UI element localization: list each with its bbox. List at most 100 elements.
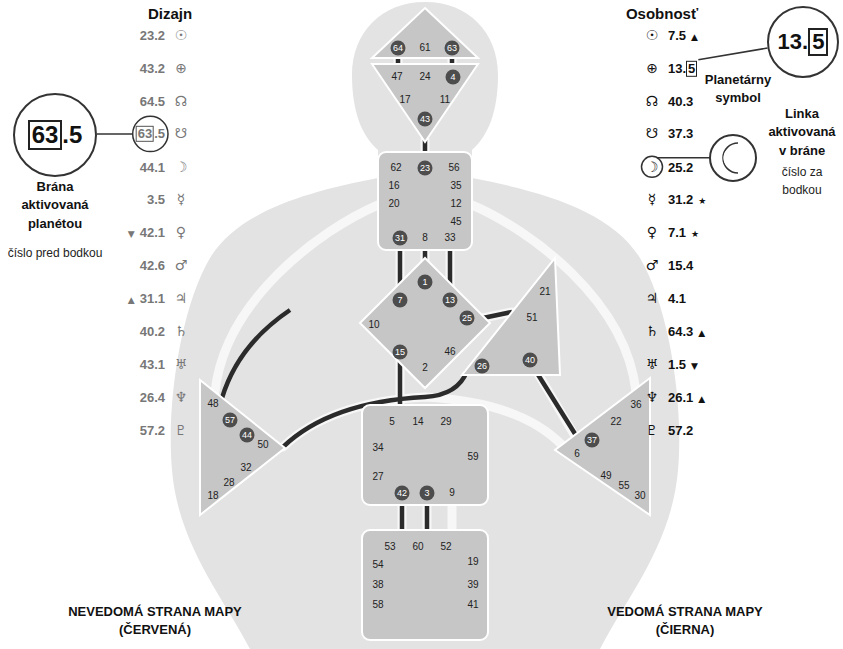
- planet-symbol: ♆: [641, 389, 663, 405]
- gate-label: 62: [390, 157, 401, 175]
- planet-symbol: ☉: [170, 27, 192, 43]
- moon-symbol-inner: [724, 147, 735, 169]
- gate-label: 10: [368, 314, 379, 332]
- gate-number: 34: [372, 442, 383, 453]
- activation-number: 57.2: [140, 423, 165, 438]
- gate-label: 34: [372, 437, 383, 455]
- gate-number: 6: [574, 448, 580, 459]
- defined-channels: [222, 56, 577, 532]
- gate-line-number: .5: [62, 121, 82, 149]
- body-silhouette: [171, 2, 680, 649]
- activation-row: ♃4.1: [641, 289, 686, 307]
- active-gate-number: 13: [443, 293, 458, 308]
- activation-row: ☿31.2★: [641, 190, 706, 208]
- gate-number: 32: [240, 462, 251, 473]
- activation-number: .5: [154, 126, 165, 141]
- activation-number: 44.1: [140, 160, 165, 175]
- gate-label: 25: [460, 307, 475, 326]
- boxed-line-number: 63: [28, 120, 63, 149]
- gate-label: 41: [467, 594, 478, 612]
- moon-zoom-callout: [710, 135, 756, 181]
- side-caption: NEVEDOMÁ STRANA MAPY (ČERVENÁ): [68, 604, 242, 637]
- gate-label: 27: [372, 466, 383, 484]
- active-gate-number: 25: [460, 311, 475, 326]
- gate-label: 60: [412, 536, 423, 554]
- gate-number: 59: [467, 451, 478, 462]
- gate-label: 15: [393, 341, 408, 360]
- planet-symbol: ♀: [170, 224, 192, 240]
- gate-number: 22: [610, 416, 621, 427]
- callout-heading: Linka aktivovaná v bráne: [768, 106, 835, 158]
- callout-heading: Planetárny symbol: [705, 72, 771, 105]
- gate-label: 7: [393, 289, 408, 308]
- gate-number: 36: [630, 399, 641, 410]
- activation-number: 15.4: [668, 258, 693, 273]
- planet-symbol: ⊕: [170, 60, 192, 76]
- activation-number: 25.2: [668, 160, 693, 175]
- gate-label: 35: [450, 175, 461, 193]
- gate-label: 63: [445, 37, 460, 56]
- gate-label: 38: [372, 574, 383, 592]
- activation-number: 7.1: [668, 225, 686, 240]
- activation-number: 42.1: [140, 225, 165, 240]
- gate-number: 58: [372, 599, 383, 610]
- gate-label: 22: [610, 411, 621, 429]
- highlight-ring: [133, 116, 168, 151]
- text-label: NEVEDOMÁ STRANA MAPY (ČERVENÁ): [40, 602, 270, 639]
- gate-number: 12: [450, 198, 461, 209]
- gate-number: 21: [539, 286, 550, 297]
- activation-row: 42.6♂: [140, 256, 192, 274]
- gate-label: 52: [440, 536, 451, 554]
- gate-label: 58: [372, 594, 383, 612]
- gate-number: 24: [419, 71, 430, 82]
- gate-number: 30: [634, 490, 645, 501]
- zoom-circle: [710, 135, 756, 181]
- gate-label: 19: [467, 551, 478, 569]
- boxed-line-number: 5: [808, 28, 828, 55]
- activation-row: ♄64.3▲: [641, 322, 705, 340]
- gate-number: 45: [450, 216, 461, 227]
- gate-number: 33: [444, 232, 455, 243]
- leader-line: [698, 48, 767, 60]
- text-label: číslo za bodkou: [763, 162, 841, 199]
- activation-number: 13.: [668, 61, 686, 76]
- activation-row: ♀7.1★: [641, 223, 699, 241]
- planet-symbol: ♅: [170, 356, 192, 372]
- gate-number: 8: [422, 232, 428, 243]
- heart-center: [462, 258, 560, 375]
- gate-number: 48: [207, 398, 218, 409]
- active-gate-number: 3: [420, 486, 435, 501]
- planet-symbol: ☽: [170, 159, 192, 175]
- gate-number: 51: [526, 312, 537, 323]
- gate-label: 49: [600, 465, 611, 483]
- gate-number: 60: [412, 541, 423, 552]
- gate-label: 14: [412, 411, 423, 429]
- gate-label: 26: [475, 355, 490, 374]
- gate-label: 59: [467, 446, 478, 464]
- side-caption: VEDOMÁ STRANA MAPY (ČIERNA): [607, 604, 763, 637]
- gate-label: 39: [467, 574, 478, 592]
- gate-label: 2: [422, 357, 428, 375]
- highlight-ring: [642, 156, 663, 177]
- activation-row: ▼42.1♀: [128, 223, 192, 241]
- activation-number: 26.1: [668, 390, 693, 405]
- text-label: Brána aktivovaná planétou: [5, 177, 105, 232]
- gate-number: 18: [207, 490, 218, 501]
- gate-label: 54: [372, 554, 383, 572]
- activation-row: 43.1♅: [140, 355, 192, 373]
- gate-number: 62: [390, 162, 401, 173]
- gate-number: 19: [467, 556, 478, 567]
- active-gate-number: 31: [393, 231, 408, 246]
- gate-label: 36: [630, 394, 641, 412]
- gate-number: 55: [618, 480, 629, 491]
- gate-label: 44: [240, 424, 255, 443]
- spleen-center: [200, 380, 285, 515]
- callout-note: číslo za bodkou: [782, 165, 823, 197]
- boxed-line-number: 5: [686, 61, 697, 77]
- text-label: číslo pred bodkou: [5, 243, 105, 261]
- gate-number: 56: [448, 162, 459, 173]
- gate-label: 43: [418, 108, 433, 127]
- gate-label: 37: [585, 429, 600, 448]
- activation-number: 37.3: [668, 126, 693, 141]
